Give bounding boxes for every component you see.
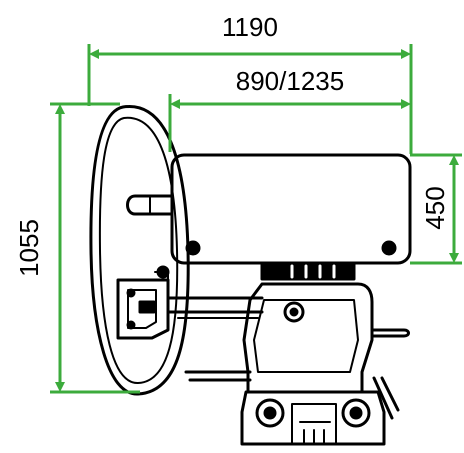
mounting-bracket: [116, 278, 170, 340]
drum-bolt-left: [185, 240, 201, 256]
dimension-body-width: 890/1235: [236, 66, 344, 96]
dimension-lines: [50, 44, 462, 394]
dimension-height: 1055: [14, 219, 44, 277]
dimension-overall-width: 1190: [222, 12, 278, 42]
coupling: [260, 261, 356, 281]
base-frame: [240, 390, 386, 446]
handle: [370, 328, 410, 338]
wheel-left: [255, 398, 285, 428]
chassis-knob: [283, 301, 305, 323]
dimension-drum-height: 450: [420, 186, 450, 229]
disc-outer: [89, 105, 190, 396]
drum-body: [170, 153, 412, 265]
chassis-inner: [253, 299, 359, 373]
drum-bolt-right: [381, 240, 397, 256]
wheel-right: [341, 398, 371, 428]
machine-outline: [89, 105, 412, 446]
chassis-body: [242, 282, 374, 394]
disc-hub: [126, 194, 174, 216]
disc-inner: [98, 116, 179, 385]
